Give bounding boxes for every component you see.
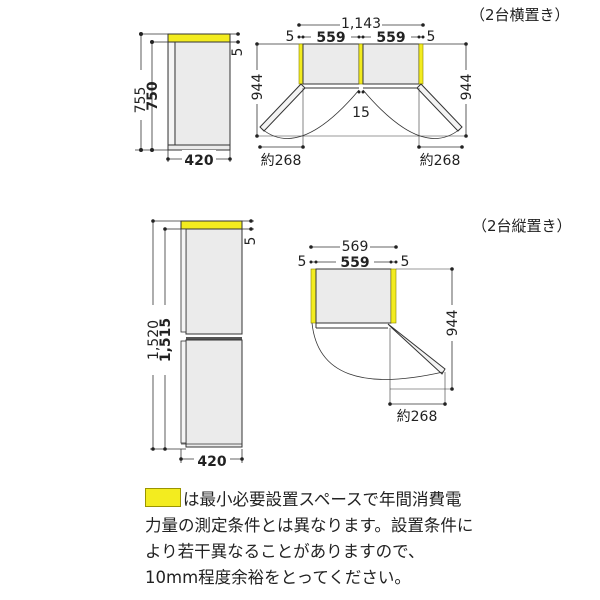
yellow-legend-swatch xyxy=(145,488,181,507)
svg-text:944: 944 xyxy=(459,74,475,101)
side-view-single: 755 750 5 420 xyxy=(131,32,246,169)
note-text: は最小必要設置スペースで年間消費電力量の測定条件とは異なります。設置条件により若… xyxy=(145,490,474,587)
svg-text:1,515: 1,515 xyxy=(158,318,174,362)
svg-text:559: 559 xyxy=(340,255,369,271)
svg-text:15: 15 xyxy=(352,105,370,121)
svg-text:559: 559 xyxy=(376,30,405,46)
svg-text:755: 755 xyxy=(133,87,149,114)
svg-text:5: 5 xyxy=(427,29,436,45)
svg-text:5: 5 xyxy=(286,29,295,45)
svg-text:944: 944 xyxy=(445,310,461,337)
top-clearance-area xyxy=(180,220,243,230)
svg-text:約268: 約268 xyxy=(261,153,302,169)
svg-text:5: 5 xyxy=(401,254,410,270)
svg-text:569: 569 xyxy=(342,239,369,255)
top-clearance-area xyxy=(167,33,231,43)
svg-text:559: 559 xyxy=(316,30,345,46)
plan-view-side-by-side: 1,143 5 559 559 5 15 xyxy=(247,14,475,169)
svg-text:750: 750 xyxy=(145,81,161,110)
fridge-body xyxy=(167,41,231,151)
svg-text:約268: 約268 xyxy=(420,153,461,169)
installation-note: は最小必要設置スペースで年間消費電力量の測定条件とは異なります。設置条件により若… xyxy=(145,487,475,591)
svg-text:5: 5 xyxy=(243,237,259,246)
svg-text:944: 944 xyxy=(250,74,266,101)
svg-text:420: 420 xyxy=(184,153,213,169)
side-by-side-title: （2台横置き） xyxy=(470,6,570,24)
svg-text:5: 5 xyxy=(298,254,307,270)
svg-text:420: 420 xyxy=(197,454,226,470)
stacked-title: （2台縦置き） xyxy=(472,217,572,235)
svg-text:1,520: 1,520 xyxy=(146,320,162,360)
svg-text:5: 5 xyxy=(230,48,246,57)
plan-view-stacked: 569 5 559 5 944 約268 xyxy=(298,238,461,425)
svg-text:約268: 約268 xyxy=(397,409,438,425)
side-view-stacked: 1,520 1,515 5 420 xyxy=(144,219,259,470)
